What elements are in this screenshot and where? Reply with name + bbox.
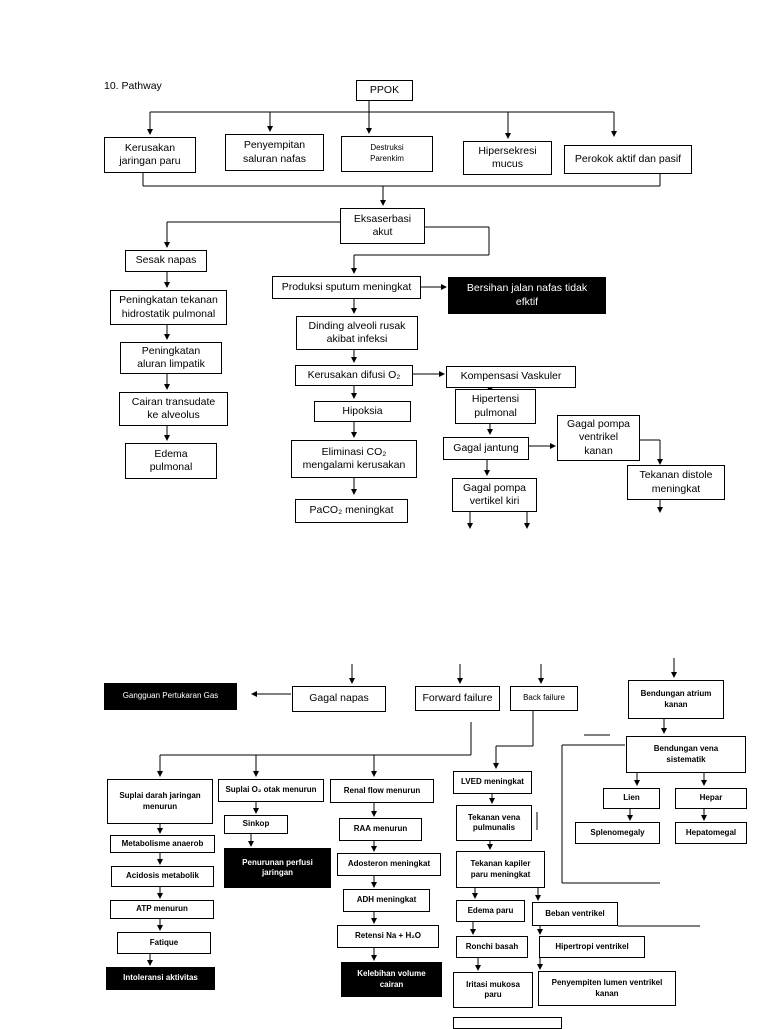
node-gagal-napas: Gagal napas: [292, 686, 386, 712]
node-ppok: PPOK: [356, 80, 413, 101]
node-retensi: Retensi Na + H₂O: [337, 925, 439, 948]
node-sesak: Sesak napas: [125, 250, 207, 272]
node-sinkop: Sinkop: [224, 815, 288, 834]
node-tekanan-vena: Tekanan vena pulmunalis: [456, 805, 532, 841]
node-adosteron: Adosteron meningkat: [337, 853, 441, 876]
node-hepar: Hepar: [675, 788, 747, 809]
node-edema-pulmonal: Edema pulmonal: [125, 443, 217, 479]
node-gagal-pompa-kanan: Gagal pompa ventrikel kanan: [557, 415, 640, 461]
node-penyempitan-saluran: Penyempitan saluran nafas: [225, 134, 324, 171]
node-suplai-o2: Suplai O₂ otak menurun: [218, 779, 324, 802]
node-adh: ADH meningkat: [343, 889, 430, 912]
node-kerusakan-difusi: Kerusakan difusi O₂: [295, 365, 413, 386]
node-renal: Renal flow menurun: [330, 779, 434, 803]
node-back: Back failure: [510, 686, 578, 711]
node-penurunan-perfusi: Penurunan perfusi jaringan: [224, 848, 331, 888]
node-hipersekresi: Hipersekresi mucus: [463, 141, 552, 175]
node-peningkatan-tekanan: Peningkatan tekanan hidrostatik pulmonal: [110, 290, 227, 325]
node-hipoksia: Hipoksia: [314, 401, 411, 422]
node-perokok: Perokok aktif dan pasif: [564, 145, 692, 174]
node-suplai-darah: Suplai darah jaringan menurun: [107, 779, 213, 824]
node-forward: Forward failure: [415, 686, 500, 711]
node-lved: LVED meningkat: [453, 771, 532, 794]
node-beban: Beban ventrikel: [532, 902, 618, 926]
node-bersihan: Bersihan jalan nafas tidak efktif: [448, 277, 606, 314]
node-edema-paru: Edema paru: [456, 900, 525, 922]
node-kelebihan: Kelebihan volume cairan: [341, 962, 442, 997]
node-kompensasi: Kompensasi Vaskuler: [446, 366, 576, 388]
node-paco2: PaCO₂ meningkat: [295, 499, 408, 523]
node-eksaserbasi: Eksaserbasi akut: [340, 208, 425, 244]
node-partial-bottom: [453, 1017, 562, 1029]
node-gangguan-gas: Gangguan Pertukaran Gas: [104, 683, 237, 710]
node-bendungan-vena: Bendungan vena sistematik: [626, 736, 746, 773]
node-lien: Lien: [603, 788, 660, 809]
node-hipertropi: Hipertropi ventrikel: [539, 936, 645, 958]
node-ronchi: Ronchi basah: [456, 936, 528, 958]
node-bendungan-atrium: Bendungan atrium kanan: [628, 680, 724, 719]
node-tekanan-kapiler: Tekanan kapiler paru meningkat: [456, 851, 545, 888]
node-hepatomegal: Hepatomegal: [675, 822, 747, 844]
node-cairan-transudate: Cairan transudate ke alveolus: [119, 392, 228, 426]
node-hipertensi: Hipertensi pulmonal: [455, 389, 536, 424]
node-fatique: Fatique: [117, 932, 211, 954]
section-title: 10. Pathway: [104, 80, 162, 92]
node-gagal-jantung: Gagal jantung: [443, 437, 529, 460]
node-metabolisme: Metabolisme anaerob: [110, 835, 215, 853]
node-atp: ATP menurun: [110, 900, 214, 919]
node-iritasi: Iritasi mukosa paru: [453, 972, 533, 1008]
node-produksi-sputum: Produksi sputum meningkat: [272, 276, 421, 299]
node-eliminasi: Eliminasi CO₂ mengalami kerusakan: [291, 440, 417, 478]
node-peningkatan-aliran: Peningkatan aluran limpatik: [120, 342, 222, 374]
node-gagal-pompa-kiri: Gagal pompa vertikel kiri: [452, 478, 537, 512]
node-dinding-alveoli: Dinding alveoli rusak akibat infeksi: [296, 316, 418, 350]
node-tekanan-distole: Tekanan distole meningkat: [627, 465, 725, 500]
node-penyempiten-lumen: Penyempiten lumen ventrikel kanan: [538, 971, 676, 1006]
node-raa: RAA menurun: [339, 818, 422, 841]
node-destruksi: Destruksi Parenkim: [341, 136, 433, 172]
node-intoleransi: Intoleransi aktivitas: [106, 967, 215, 990]
node-acidosis: Acidosis metabolik: [111, 866, 214, 887]
node-kerusakan-jaringan: Kerusakan jaringan paru: [104, 137, 196, 173]
node-splenomegaly: Splenomegaly: [575, 822, 660, 844]
